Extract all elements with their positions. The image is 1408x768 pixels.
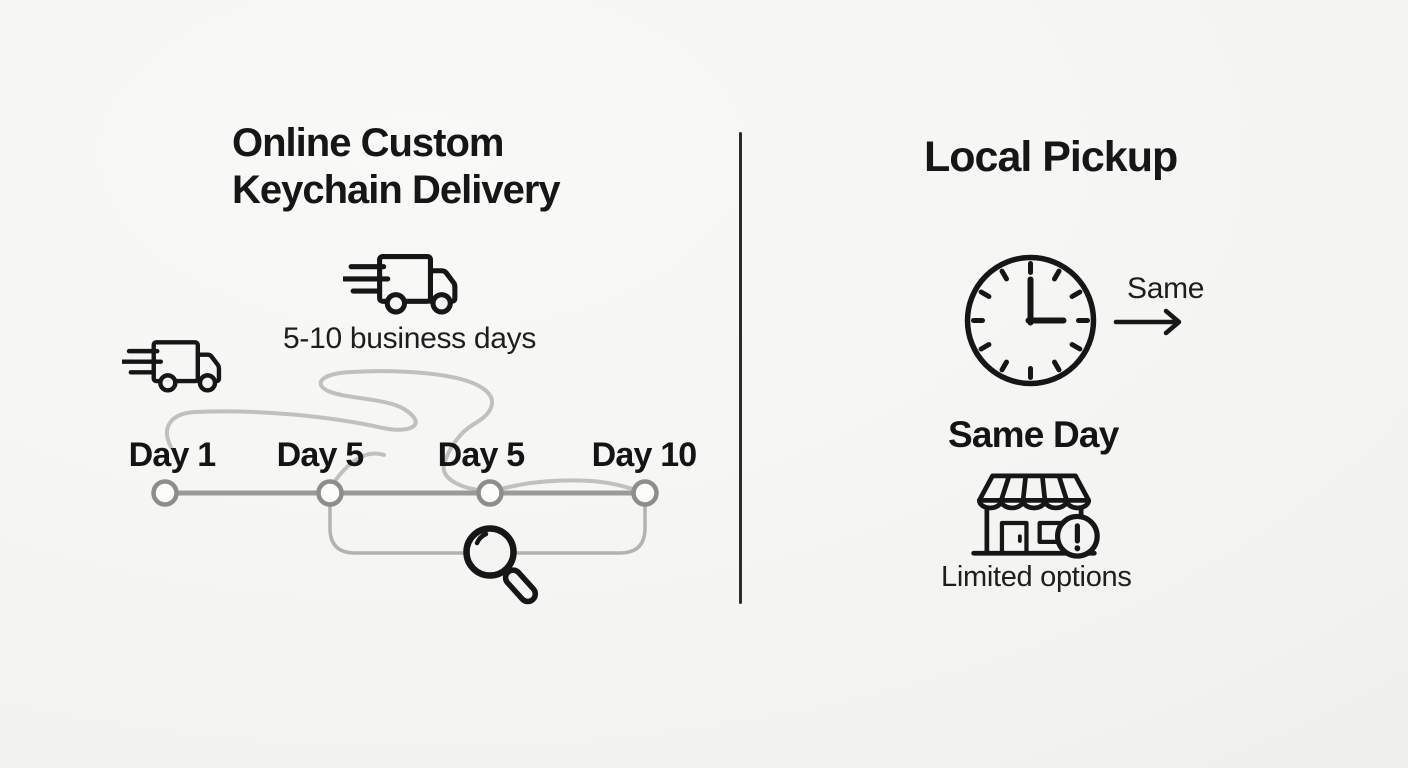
delivery-truck-icon (343, 253, 458, 315)
timeline-node-day5a (316, 479, 344, 507)
speed-heading: Same Day (948, 414, 1119, 455)
timeline-node-day5b (476, 479, 504, 507)
storefront-icon (971, 473, 1100, 559)
clock-hands (1025, 276, 1067, 326)
timeline-label-day10: Day 10 (591, 436, 698, 474)
clock-ticks (971, 261, 1090, 380)
right-panel-title: Local Pickup (924, 133, 1178, 181)
timeline-label-day5a: Day 5 (276, 436, 365, 474)
timeline-node-day10 (631, 479, 659, 507)
magnifier-icon (463, 525, 539, 605)
panel-divider (739, 132, 742, 604)
limited-options-caption: Limited options (941, 561, 1132, 593)
timeline-graphic (151, 369, 659, 605)
right-arrow-icon (1113, 308, 1182, 336)
arrow-label: Same (1127, 272, 1205, 305)
awning (976, 473, 1092, 511)
delivery-truck-icon (122, 340, 222, 393)
clock-icon (964, 254, 1097, 387)
timeline-node-day1 (151, 479, 179, 507)
timeline-label-day1: Day 1 (128, 436, 217, 474)
left-panel-title: Online Custom Keychain Delivery (232, 121, 561, 213)
exclamation-icon (1054, 513, 1100, 559)
timeline-nodes (151, 479, 659, 507)
duration-label: 5-10 business days (283, 322, 537, 355)
timeline-label-day5b: Day 5 (437, 436, 526, 474)
